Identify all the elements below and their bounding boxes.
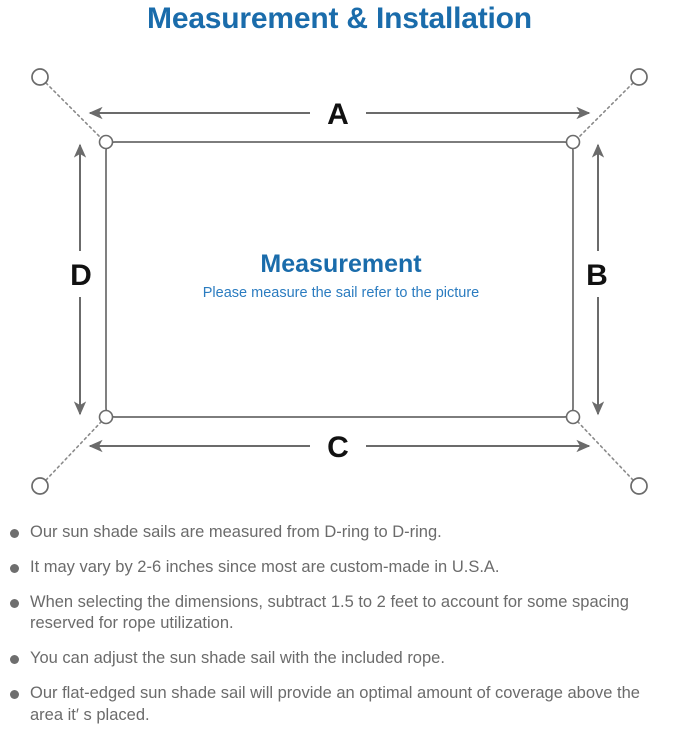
anchor-points	[31, 68, 648, 495]
dimension-label-b: B	[586, 259, 608, 292]
list-item: When selecting the dimensions, subtract …	[0, 592, 679, 636]
measurement-diagram: A B C D Measurement Please measure the s…	[0, 46, 679, 516]
rope-top-right	[577, 82, 634, 139]
note-text: When selecting the dimensions, subtract …	[30, 592, 629, 633]
dring-bottom-right-icon	[565, 409, 581, 425]
dring-top-right-icon	[565, 134, 581, 150]
rope-top-left	[45, 82, 102, 139]
note-text: Our flat-edged sun shade sail will provi…	[30, 683, 640, 724]
anchor-bottom-right-icon	[630, 477, 648, 495]
page-title: Measurement & Installation	[147, 2, 532, 35]
bullet-icon	[10, 598, 19, 608]
sail-center-sublabel: Please measure the sail refer to the pic…	[203, 285, 479, 301]
d-rings	[98, 134, 581, 425]
bullet-icon	[10, 689, 19, 699]
list-item: Our flat-edged sun shade sail will provi…	[0, 683, 679, 727]
bullet-icon	[10, 563, 19, 573]
dimension-arrows	[73, 106, 605, 453]
notes-list: Our sun shade sails are measured from D-…	[0, 522, 679, 739]
sail-center-label: Measurement	[260, 250, 422, 278]
dring-top-left-icon	[98, 134, 114, 150]
anchor-top-right-icon	[630, 68, 648, 86]
list-item: Our sun shade sails are measured from D-…	[0, 522, 679, 544]
anchor-top-left-icon	[31, 68, 49, 86]
list-item: You can adjust the sun shade sail with t…	[0, 648, 679, 670]
sail-body	[105, 141, 574, 418]
note-text: Our sun shade sails are measured from D-…	[30, 523, 442, 541]
rope-bottom-right	[577, 421, 634, 481]
dring-bottom-left-icon	[98, 409, 114, 425]
rope-bottom-left	[45, 421, 102, 481]
dimension-label-d: D	[70, 259, 92, 292]
bullet-icon	[10, 529, 19, 538]
anchor-bottom-left-icon	[31, 477, 49, 495]
note-text: You can adjust the sun shade sail with t…	[30, 649, 445, 668]
dimension-label-a: A	[327, 98, 349, 131]
note-text: It may vary by 2-6 inches since most are…	[30, 557, 500, 576]
rope-lines	[45, 82, 634, 481]
list-item: It may vary by 2-6 inches since most are…	[0, 557, 679, 579]
bullet-icon	[10, 655, 19, 665]
dimension-label-c: C	[327, 431, 349, 464]
